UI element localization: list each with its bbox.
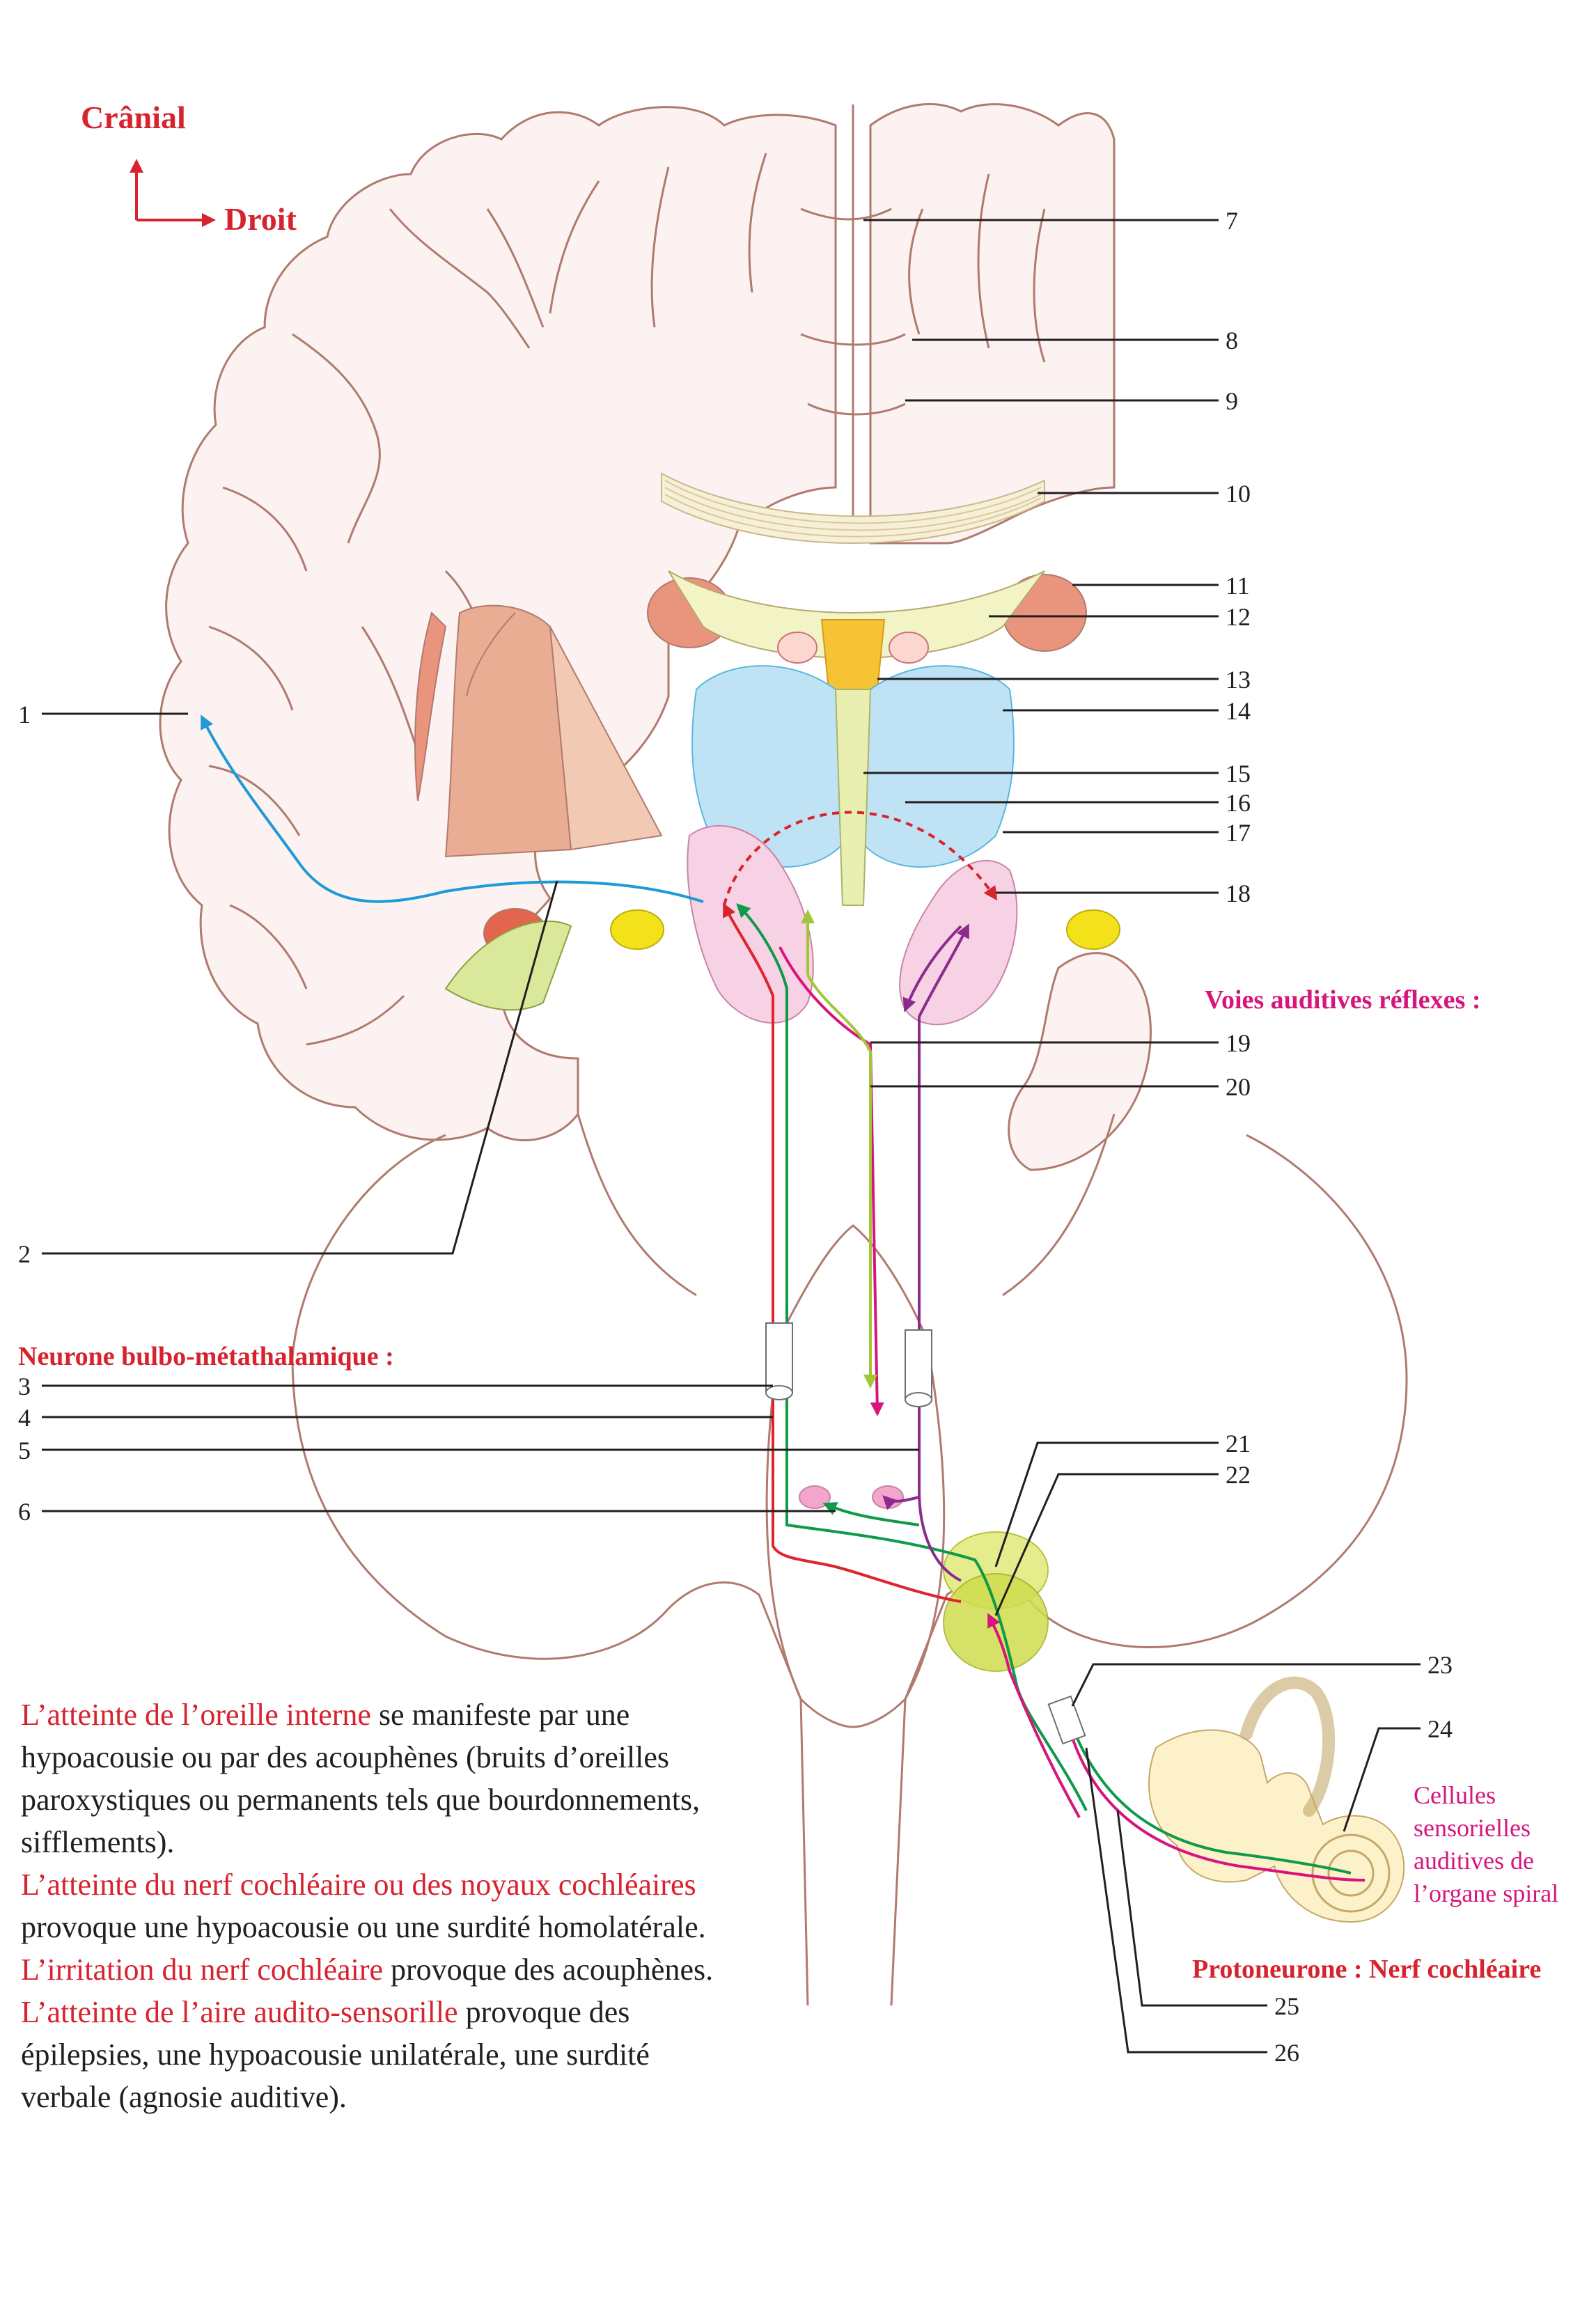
label-24: 24 — [1427, 1715, 1453, 1743]
label-7: 7 — [1226, 207, 1238, 235]
thalamus — [691, 665, 1015, 906]
label-10: 10 — [1226, 480, 1251, 508]
label-17: 17 — [1226, 819, 1251, 847]
right-hemisphere-medial — [869, 103, 1116, 545]
right-label: Droit — [224, 201, 297, 237]
tract-cylinders — [765, 1322, 1086, 1745]
green-pathway — [736, 903, 1088, 1811]
tectal-reflex-pathway — [806, 974, 877, 1389]
magenta-pathway — [987, 1613, 1081, 1818]
cochlear-nuclei — [799, 1485, 1049, 1672]
label-12: 12 — [1226, 603, 1251, 631]
leader-lines — [42, 219, 1421, 2054]
sensory-cells-label: Cellules sensorielles auditives de l’org… — [1414, 1781, 1558, 1907]
red-pathway — [723, 902, 962, 1603]
note-auditory-area: L’atteinte de l’aire audito-sensorille p… — [21, 1995, 650, 2114]
caudate-ventricle-region — [647, 570, 1087, 690]
lentiform-nucleus — [444, 604, 663, 858]
label-23: 23 — [1427, 1651, 1453, 1679]
commissural-pathway — [723, 811, 998, 906]
label-14: 14 — [1226, 697, 1251, 725]
brain-section — [159, 103, 1152, 1171]
auditory-pathways — [201, 714, 1366, 1882]
label-16: 16 — [1226, 789, 1251, 817]
cranial-label: Crânial — [81, 100, 186, 135]
svg-text:l’organe spiral: l’organe spiral — [1414, 1879, 1558, 1907]
thalamocortical-pathway — [201, 714, 704, 903]
label-9: 9 — [1226, 387, 1238, 415]
bulbo-neuron-title: Neurone bulbo-métathalamique : — [18, 1342, 394, 1371]
label-6: 6 — [18, 1498, 31, 1526]
label-3: 3 — [18, 1373, 31, 1400]
label-25: 25 — [1274, 1992, 1299, 2020]
purple-pathway — [918, 923, 969, 1582]
right-temporal-lobe — [1008, 952, 1152, 1171]
label-1: 1 — [18, 701, 31, 728]
label-19: 19 — [1226, 1029, 1251, 1057]
label-4: 4 — [18, 1404, 31, 1432]
label-21: 21 — [1226, 1430, 1251, 1457]
orientation-indicator: Crânial Droit — [81, 100, 297, 237]
label-13: 13 — [1226, 666, 1251, 694]
svg-text:auditives de: auditives de — [1414, 1847, 1534, 1875]
label-18: 18 — [1226, 879, 1251, 907]
label-5: 5 — [18, 1437, 31, 1464]
label-22: 22 — [1226, 1461, 1251, 1489]
svg-text:Cellules: Cellules — [1414, 1781, 1496, 1809]
label-26: 26 — [1274, 2039, 1299, 2067]
label-11: 11 — [1226, 572, 1250, 600]
label-8: 8 — [1226, 327, 1238, 354]
note-inner-ear: L’atteinte de l’oreille interne se manif… — [21, 1698, 701, 1859]
label-15: 15 — [1226, 760, 1251, 788]
reflex-pathways-title: Voies auditives réflexes : — [1205, 985, 1480, 1015]
number-labels: 1 2 3 4 5 6 7 8 9 10 11 12 13 14 15 16 1… — [18, 207, 1453, 2067]
clinical-notes: L’atteinte de l’oreille interne se manif… — [21, 1694, 724, 2118]
corpus-callosum — [661, 472, 1045, 544]
protoneuron-title: Protoneurone : Nerf cochléaire — [1192, 1955, 1541, 1984]
label-20: 20 — [1226, 1073, 1251, 1101]
svg-text:sensorielles: sensorielles — [1414, 1814, 1531, 1842]
note-cochlear-nerve: L’atteinte du nerf cochléaire ou des noy… — [21, 1868, 706, 1944]
label-2: 2 — [18, 1240, 31, 1268]
inner-ear — [1148, 1676, 1405, 1923]
claustrum — [414, 611, 447, 801]
note-nerve-irritation: L’irritation du nerf cochléaire provoque… — [21, 1953, 714, 1987]
